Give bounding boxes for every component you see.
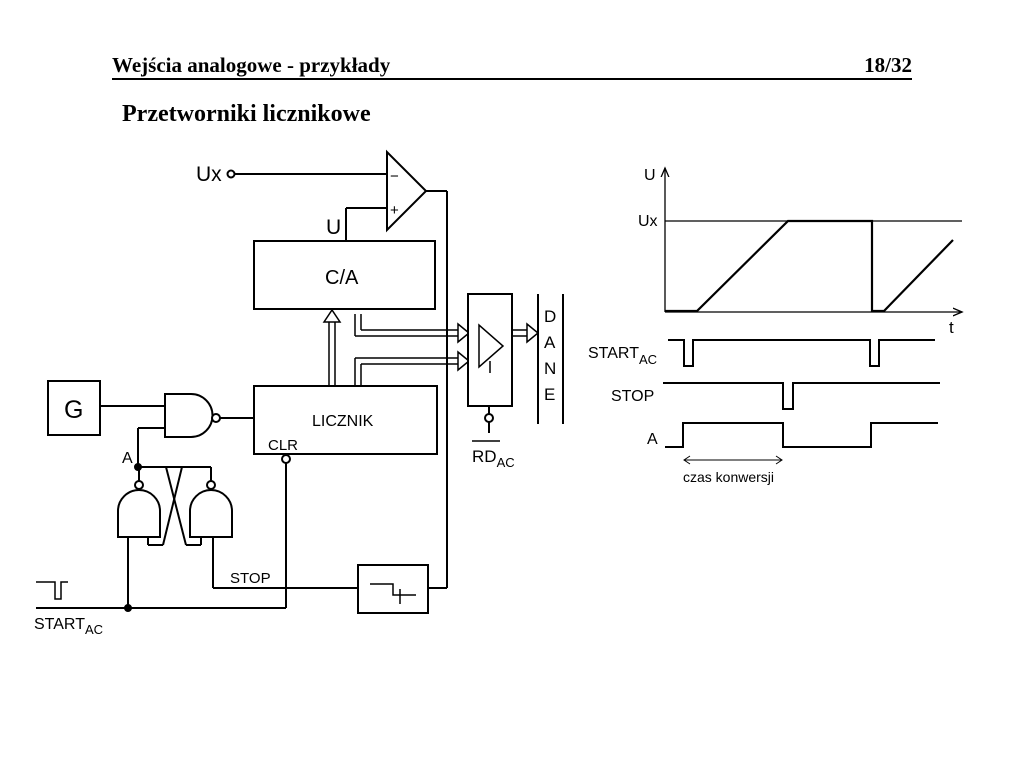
a-node-label: A <box>122 450 133 467</box>
dane-letter-a: A <box>544 333 556 352</box>
ux-input-terminal <box>226 169 236 179</box>
nand-gate-bubble <box>211 413 221 423</box>
slide-title: Wejścia analogowe - przykłady <box>112 53 391 77</box>
section-title: Przetworniki licznikowe <box>122 101 371 127</box>
u-ramp-waveform <box>665 219 954 313</box>
comparator-minus: − <box>390 168 399 185</box>
clr-inverter-bubble <box>281 454 291 464</box>
bus-counter-to-dac <box>322 308 342 386</box>
stop-wire-label: STOP <box>230 570 271 587</box>
bus-to-buffer-1 <box>354 314 471 344</box>
start-label: STARTAC <box>34 616 103 637</box>
buffer-triangle <box>478 323 505 369</box>
bus-to-data <box>512 322 540 344</box>
timing-a-label: A <box>647 431 658 448</box>
flipflop-gate-right <box>189 489 233 538</box>
slide-header: Wejścia analogowe - przykłady 18/32 <box>112 52 912 80</box>
dac-block <box>253 240 436 310</box>
circuit-diagram: Ux − + U C/A <box>34 149 564 637</box>
comparator-plus: + <box>390 202 399 219</box>
timing-diagram: U t Ux STARTAC STOP A czas konwersji <box>588 167 962 485</box>
counter-label: LICZNIK <box>312 413 374 430</box>
generator-block <box>47 380 101 436</box>
u-axis-label: U <box>644 167 656 184</box>
timing-stop-label: STOP <box>611 388 654 405</box>
dane-letter-e: E <box>544 385 555 404</box>
bus-to-buffer-2 <box>354 350 471 386</box>
edge-detector-symbol <box>370 583 416 604</box>
comparator <box>386 149 428 233</box>
dac-label: C/A <box>325 267 359 289</box>
stop-waveform <box>663 382 940 410</box>
node-start <box>124 604 132 612</box>
counter-block <box>253 385 438 455</box>
ux-level-label: Ux <box>638 213 658 230</box>
ux-input-label: Ux <box>196 163 222 186</box>
dane-letter-n: N <box>544 359 556 378</box>
clr-label: CLR <box>268 437 298 454</box>
page-number: 18/32 <box>864 53 912 77</box>
flipflop-gate-left <box>117 489 161 538</box>
start-waveform <box>668 339 935 367</box>
rd-inverter-bubble <box>484 413 494 423</box>
a-waveform <box>665 422 938 448</box>
nand-gate-main <box>164 393 214 438</box>
t-axis-label: t <box>949 318 954 337</box>
conversion-time-label: czas konwersji <box>683 469 774 485</box>
dane-letter-d: D <box>544 307 556 326</box>
start-pulse-symbol <box>36 581 68 600</box>
generator-label: G <box>64 396 83 424</box>
timing-start-label: STARTAC <box>588 345 657 367</box>
u-label: U <box>326 216 341 239</box>
rd-label: RDAC <box>472 447 515 470</box>
